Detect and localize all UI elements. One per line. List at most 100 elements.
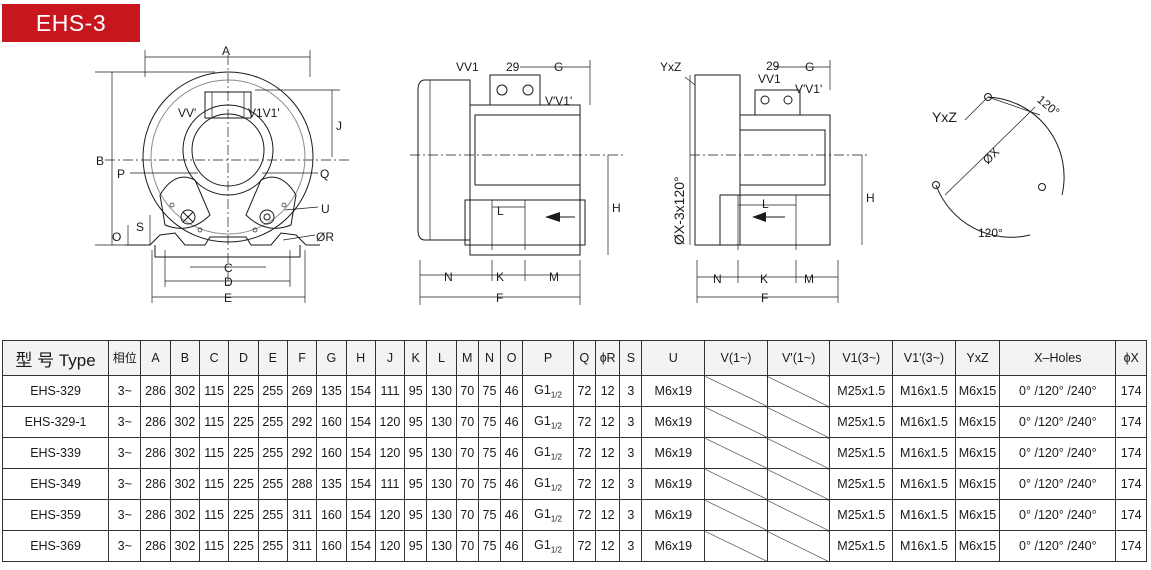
label-q: Q: [320, 167, 329, 181]
cell-phase: 3~: [108, 406, 142, 438]
cell-v13: M25x1.5: [829, 375, 894, 407]
cell-k: 95: [404, 375, 428, 407]
cell-o: 46: [500, 499, 524, 531]
label-j: J: [336, 119, 342, 133]
cell-s: 3: [619, 375, 643, 407]
cell-p-value: G1: [534, 413, 551, 428]
cell-phase: 3~: [108, 375, 142, 407]
cell-vp1: [766, 499, 831, 531]
cell-p-value: G1: [534, 382, 551, 397]
cell-v1p3: M16x1.5: [892, 468, 956, 500]
cell-vp1: [766, 530, 831, 562]
cell-c: 115: [199, 375, 230, 407]
cell-v1: [704, 375, 768, 407]
cell-n: 75: [477, 468, 502, 500]
cell-p-value: G1: [534, 537, 551, 552]
cell-o: 46: [500, 530, 524, 562]
cell-r: 12: [595, 499, 621, 531]
cell-q: 72: [572, 499, 597, 531]
cell-phase: 3~: [108, 530, 142, 562]
cell-m: 70: [455, 468, 479, 500]
cell-p-subscript: 1/2: [550, 452, 562, 462]
cell-yxz: M6x15: [954, 499, 1001, 531]
header-phase-text: 相位: [112, 350, 137, 365]
cell-v1p3: M16x1.5: [892, 375, 956, 407]
label-vv1-3ph: VV1: [758, 72, 781, 86]
cell-j: 120: [374, 406, 406, 438]
cell-b: 302: [169, 437, 201, 469]
header-k: K: [404, 340, 428, 376]
cell-yxz: M6x15: [954, 530, 1001, 562]
drawings-svg: A B J VV' V1V1' P Q U ØR O S C D E: [95, 45, 1065, 305]
cell-h: 154: [345, 406, 376, 438]
cell-p: G11/2: [522, 468, 574, 500]
cell-a: 286: [140, 406, 171, 438]
cell-j: 120: [374, 437, 406, 469]
header-type: 型 号 Type: [1, 340, 110, 376]
cell-j: 120: [374, 530, 406, 562]
label-m-3ph: M: [804, 272, 814, 286]
cell-phase: 3~: [108, 468, 142, 500]
cell-r: 12: [595, 530, 621, 562]
cell-a: 286: [140, 530, 171, 562]
label-k-3ph: K: [760, 272, 768, 286]
header-vprime-1ph: V'(1~): [766, 340, 831, 376]
cell-a: 286: [140, 437, 171, 469]
label-angle-120-bottom: 120°: [978, 226, 1003, 240]
header-o: O: [500, 340, 524, 376]
front-view: A B J VV' V1V1' P Q U ØR O S C D E: [95, 45, 350, 305]
side-view-three-phase: YxZ 29 VV1 G V'V1' ØX-3x120° H L N K M F: [660, 59, 875, 305]
cell-q: 72: [572, 530, 597, 562]
cell-l: 130: [426, 468, 457, 500]
header-b: B: [169, 340, 201, 376]
cell-k: 95: [404, 406, 428, 438]
label-phi-x: ØX: [980, 145, 1002, 167]
header-f: F: [286, 340, 318, 376]
cell-j: 120: [374, 499, 406, 531]
header-phase: 相位: [108, 340, 142, 376]
cell-v13: M25x1.5: [829, 468, 894, 500]
label-m: M: [549, 270, 559, 284]
cell-xholes: 0° /120° /240°: [999, 437, 1117, 469]
label-vv: VV': [178, 106, 196, 120]
cell-f: 292: [286, 406, 318, 438]
cell-r: 12: [595, 375, 621, 407]
cell-yxz: M6x15: [954, 468, 1001, 500]
cell-v1: [704, 499, 768, 531]
cell-p: G11/2: [522, 499, 574, 531]
cell-x: 174: [1115, 406, 1147, 438]
header-d: D: [228, 340, 259, 376]
cell-v1p3: M16x1.5: [892, 530, 956, 562]
header-g: G: [316, 340, 347, 376]
header-v-1ph: V(1~): [704, 340, 768, 376]
cell-s: 3: [619, 406, 643, 438]
cell-u: M6x19: [641, 437, 706, 469]
cell-xholes: 0° /120° /240°: [999, 406, 1117, 438]
cell-type: EHS-369: [1, 530, 110, 562]
cell-u: M6x19: [641, 375, 706, 407]
cell-e: 255: [257, 530, 288, 562]
cell-p-value: G1: [534, 506, 551, 521]
cell-e: 255: [257, 437, 288, 469]
cell-u: M6x19: [641, 530, 706, 562]
cell-phase: 3~: [108, 437, 142, 469]
cell-b: 302: [169, 375, 201, 407]
cell-m: 70: [455, 499, 479, 531]
cell-f: 292: [286, 437, 318, 469]
cell-p-subscript: 1/2: [550, 545, 562, 555]
cell-phase: 3~: [108, 499, 142, 531]
cell-yxz: M6x15: [954, 437, 1001, 469]
label-phi-x-3x120: ØX-3x120°: [671, 176, 687, 245]
cell-type: EHS-329: [1, 375, 110, 407]
label-n: N: [444, 270, 453, 284]
cell-x: 174: [1115, 468, 1147, 500]
label-yxz-side: YxZ: [660, 60, 681, 74]
cell-v1p3: M16x1.5: [892, 406, 956, 438]
cell-q: 72: [572, 468, 597, 500]
cell-p-subscript: 1/2: [550, 514, 562, 524]
header-yxz: YxZ: [954, 340, 1001, 376]
header-v1prime-3ph: V1'(3~): [892, 340, 956, 376]
